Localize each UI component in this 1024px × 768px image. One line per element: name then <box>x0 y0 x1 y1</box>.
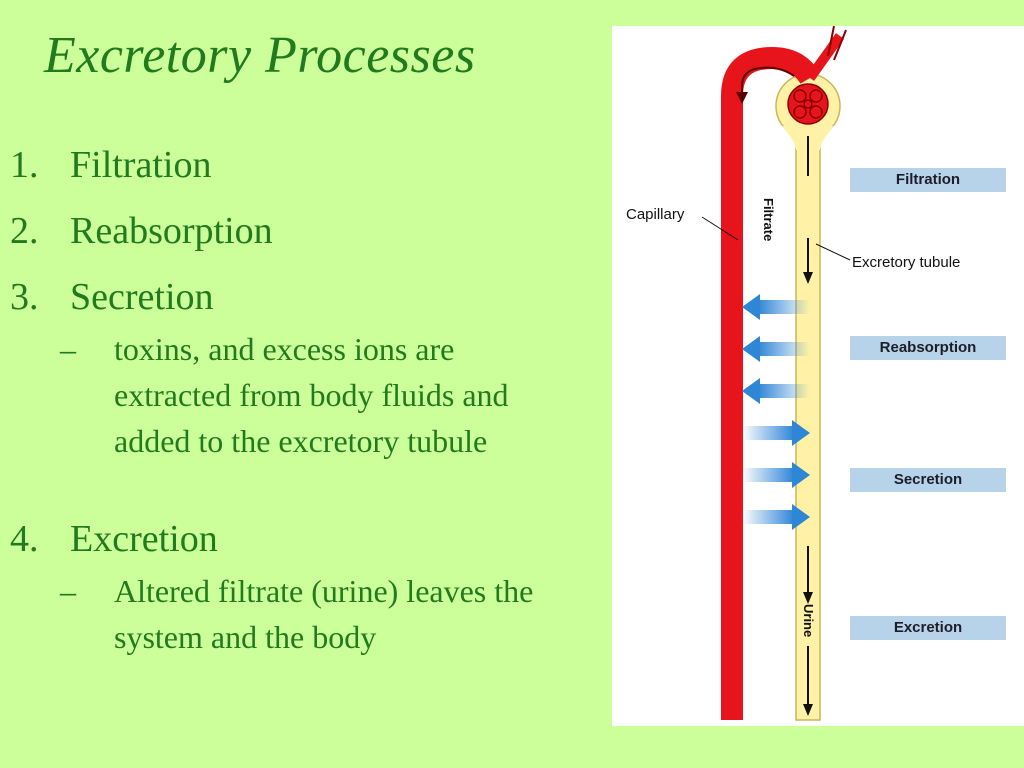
slide-title: Excretory Processes <box>44 27 476 84</box>
list-label: Reabsorption <box>70 210 273 252</box>
list-number: 3. <box>10 276 39 318</box>
capillary-label: Capillary <box>626 206 685 223</box>
list-label: Secretion <box>70 276 214 318</box>
list-item-excretion: 4. Excretion <box>10 516 590 568</box>
secretion-arrows <box>742 420 810 530</box>
stage-label-reabsorption: Reabsorption <box>850 336 1006 360</box>
list-number: 4. <box>10 518 39 560</box>
glomerulus <box>787 83 829 125</box>
list-number: 1. <box>10 144 39 186</box>
dash-bullet: – <box>60 573 76 609</box>
nephron-diagram: Capillary Excretory tubule Filtrate Urin… <box>612 26 1024 726</box>
capillary-leader <box>701 216 739 241</box>
stage-label-secretion: Secretion <box>850 468 1006 492</box>
reabsorption-arrows <box>742 294 810 404</box>
stage-label-excretion: Excretion <box>850 616 1006 640</box>
subpoint-text: Altered filtrate (urine) leaves the syst… <box>114 573 534 655</box>
capillary-inflow <box>805 33 845 81</box>
process-list: 1. Filtration 2. Reabsorption 3. Secreti… <box>10 142 590 660</box>
dash-bullet: – <box>60 331 76 367</box>
tubule-leader <box>815 243 851 261</box>
secretion-subpoint: – toxins, and excess ions are extracted … <box>10 326 590 516</box>
capillary-loop <box>721 46 820 720</box>
subpoint-text: toxins, and excess ions are extracted fr… <box>114 331 509 459</box>
list-label: Filtration <box>70 144 212 186</box>
list-number: 2. <box>10 210 39 252</box>
excretory-tubule-label: Excretory tubule <box>852 254 961 271</box>
urine-label: Urine <box>801 604 816 638</box>
capillary-arrow <box>741 66 795 94</box>
list-item-secretion: 3. Secretion <box>10 274 590 326</box>
list-label: Excretion <box>70 518 218 560</box>
diagram-graphics <box>701 26 851 721</box>
excretion-subpoint: – Altered filtrate (urine) leaves the sy… <box>10 568 590 660</box>
stage-label-filtration: Filtration <box>850 168 1006 192</box>
list-item-reabsorption: 2. Reabsorption <box>10 208 590 274</box>
filtrate-label: Filtrate <box>761 198 776 242</box>
list-item-filtration: 1. Filtration <box>10 142 590 208</box>
